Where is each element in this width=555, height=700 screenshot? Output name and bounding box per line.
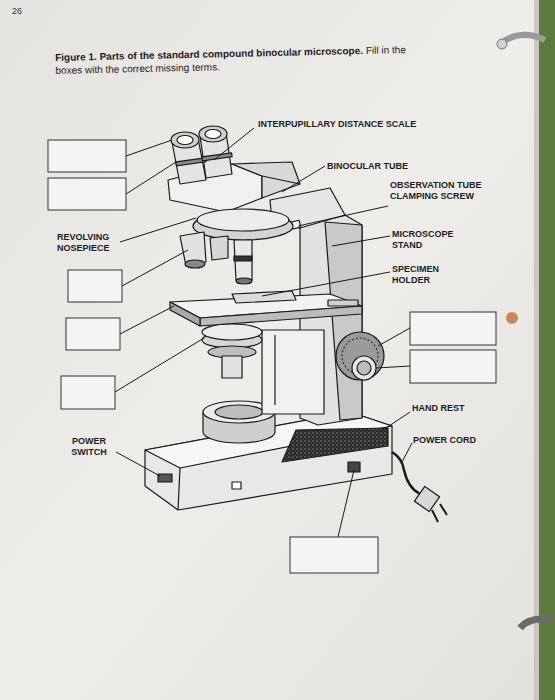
leader-line (214, 128, 254, 160)
eyepiece-top (171, 132, 199, 148)
binder-ring (520, 619, 552, 628)
leader-line (126, 162, 176, 194)
binocular-tube (232, 162, 300, 198)
lamp-lens (215, 405, 263, 419)
answer-box (48, 140, 126, 172)
eyepiece-lens (177, 136, 193, 145)
stage-edge (170, 302, 200, 326)
eyepiece-ring (202, 153, 232, 161)
objective-band (234, 256, 252, 261)
answer-box (48, 178, 126, 210)
base (145, 412, 392, 510)
base-edge (178, 468, 180, 510)
condenser (202, 324, 262, 340)
stand-front (262, 330, 324, 414)
leader-line (122, 250, 188, 286)
stage-clip (328, 300, 358, 306)
objective (210, 236, 228, 260)
specimen-holder (232, 291, 296, 303)
revolving-nosepiece (197, 209, 289, 231)
leader-line (376, 366, 410, 368)
head-edge (262, 176, 300, 184)
leader-line (402, 443, 412, 462)
power-cord (392, 452, 420, 494)
stage-edge (200, 306, 362, 326)
leader-line (338, 470, 354, 537)
punch-hole (506, 312, 518, 324)
plug-prong (440, 504, 447, 515)
part-label: POWER SWITCH (62, 436, 116, 458)
part-label: INTERPUPILLARY DISTANCE SCALE (258, 119, 416, 130)
eyepiece-top (199, 126, 227, 142)
coarse-focus-knob (336, 332, 384, 380)
plug-prong (432, 510, 438, 522)
objective (234, 240, 252, 280)
stand-side (325, 222, 362, 420)
leader-line (282, 166, 325, 192)
fine-focus-knob (357, 361, 371, 375)
leader-line (116, 452, 160, 476)
answer-box (410, 312, 496, 345)
binder-edge (538, 0, 555, 700)
switch (158, 474, 172, 482)
leader-line (120, 306, 174, 334)
leader-line (262, 272, 390, 296)
objective-tip (236, 278, 252, 284)
part-label: SPECIMEN HOLDER (392, 264, 466, 286)
base-top (145, 412, 392, 468)
page-number: 26 (12, 6, 22, 16)
binder-edge (534, 0, 539, 700)
part-label: HAND REST (412, 403, 465, 414)
part-label: POWER CORD (413, 435, 476, 446)
answer-box (66, 318, 120, 350)
answer-box (290, 537, 378, 573)
leader-line (120, 218, 196, 242)
eyepiece-lens (205, 130, 221, 139)
leader-lines (115, 128, 412, 537)
part-label: BINOCULAR TUBE (327, 161, 408, 172)
part-label: OBSERVATION TUBE CLAMPING SCREW (390, 180, 482, 202)
hand-rest (282, 428, 388, 462)
binder-ring (497, 39, 507, 49)
leader-line (380, 412, 410, 432)
answer-box (61, 376, 115, 409)
answer-box (68, 270, 122, 302)
part-label: MICROSCOPE STAND (392, 229, 466, 251)
condenser-holder (222, 356, 242, 378)
leader-line (378, 328, 410, 346)
leader-line (126, 140, 172, 156)
leader-line (298, 206, 388, 226)
answer-boxes (48, 140, 496, 573)
stand-line (274, 335, 275, 405)
binder-ring (497, 35, 545, 49)
part-label: REVOLVING NOSEPIECE (57, 232, 127, 254)
leader-line (332, 236, 390, 246)
leader-line (115, 338, 204, 392)
slot (232, 482, 241, 489)
fine-focus-knob (352, 356, 376, 380)
binder-ring (520, 619, 552, 628)
objective-tip (185, 260, 205, 268)
plug (414, 486, 439, 511)
answer-box (410, 350, 496, 383)
